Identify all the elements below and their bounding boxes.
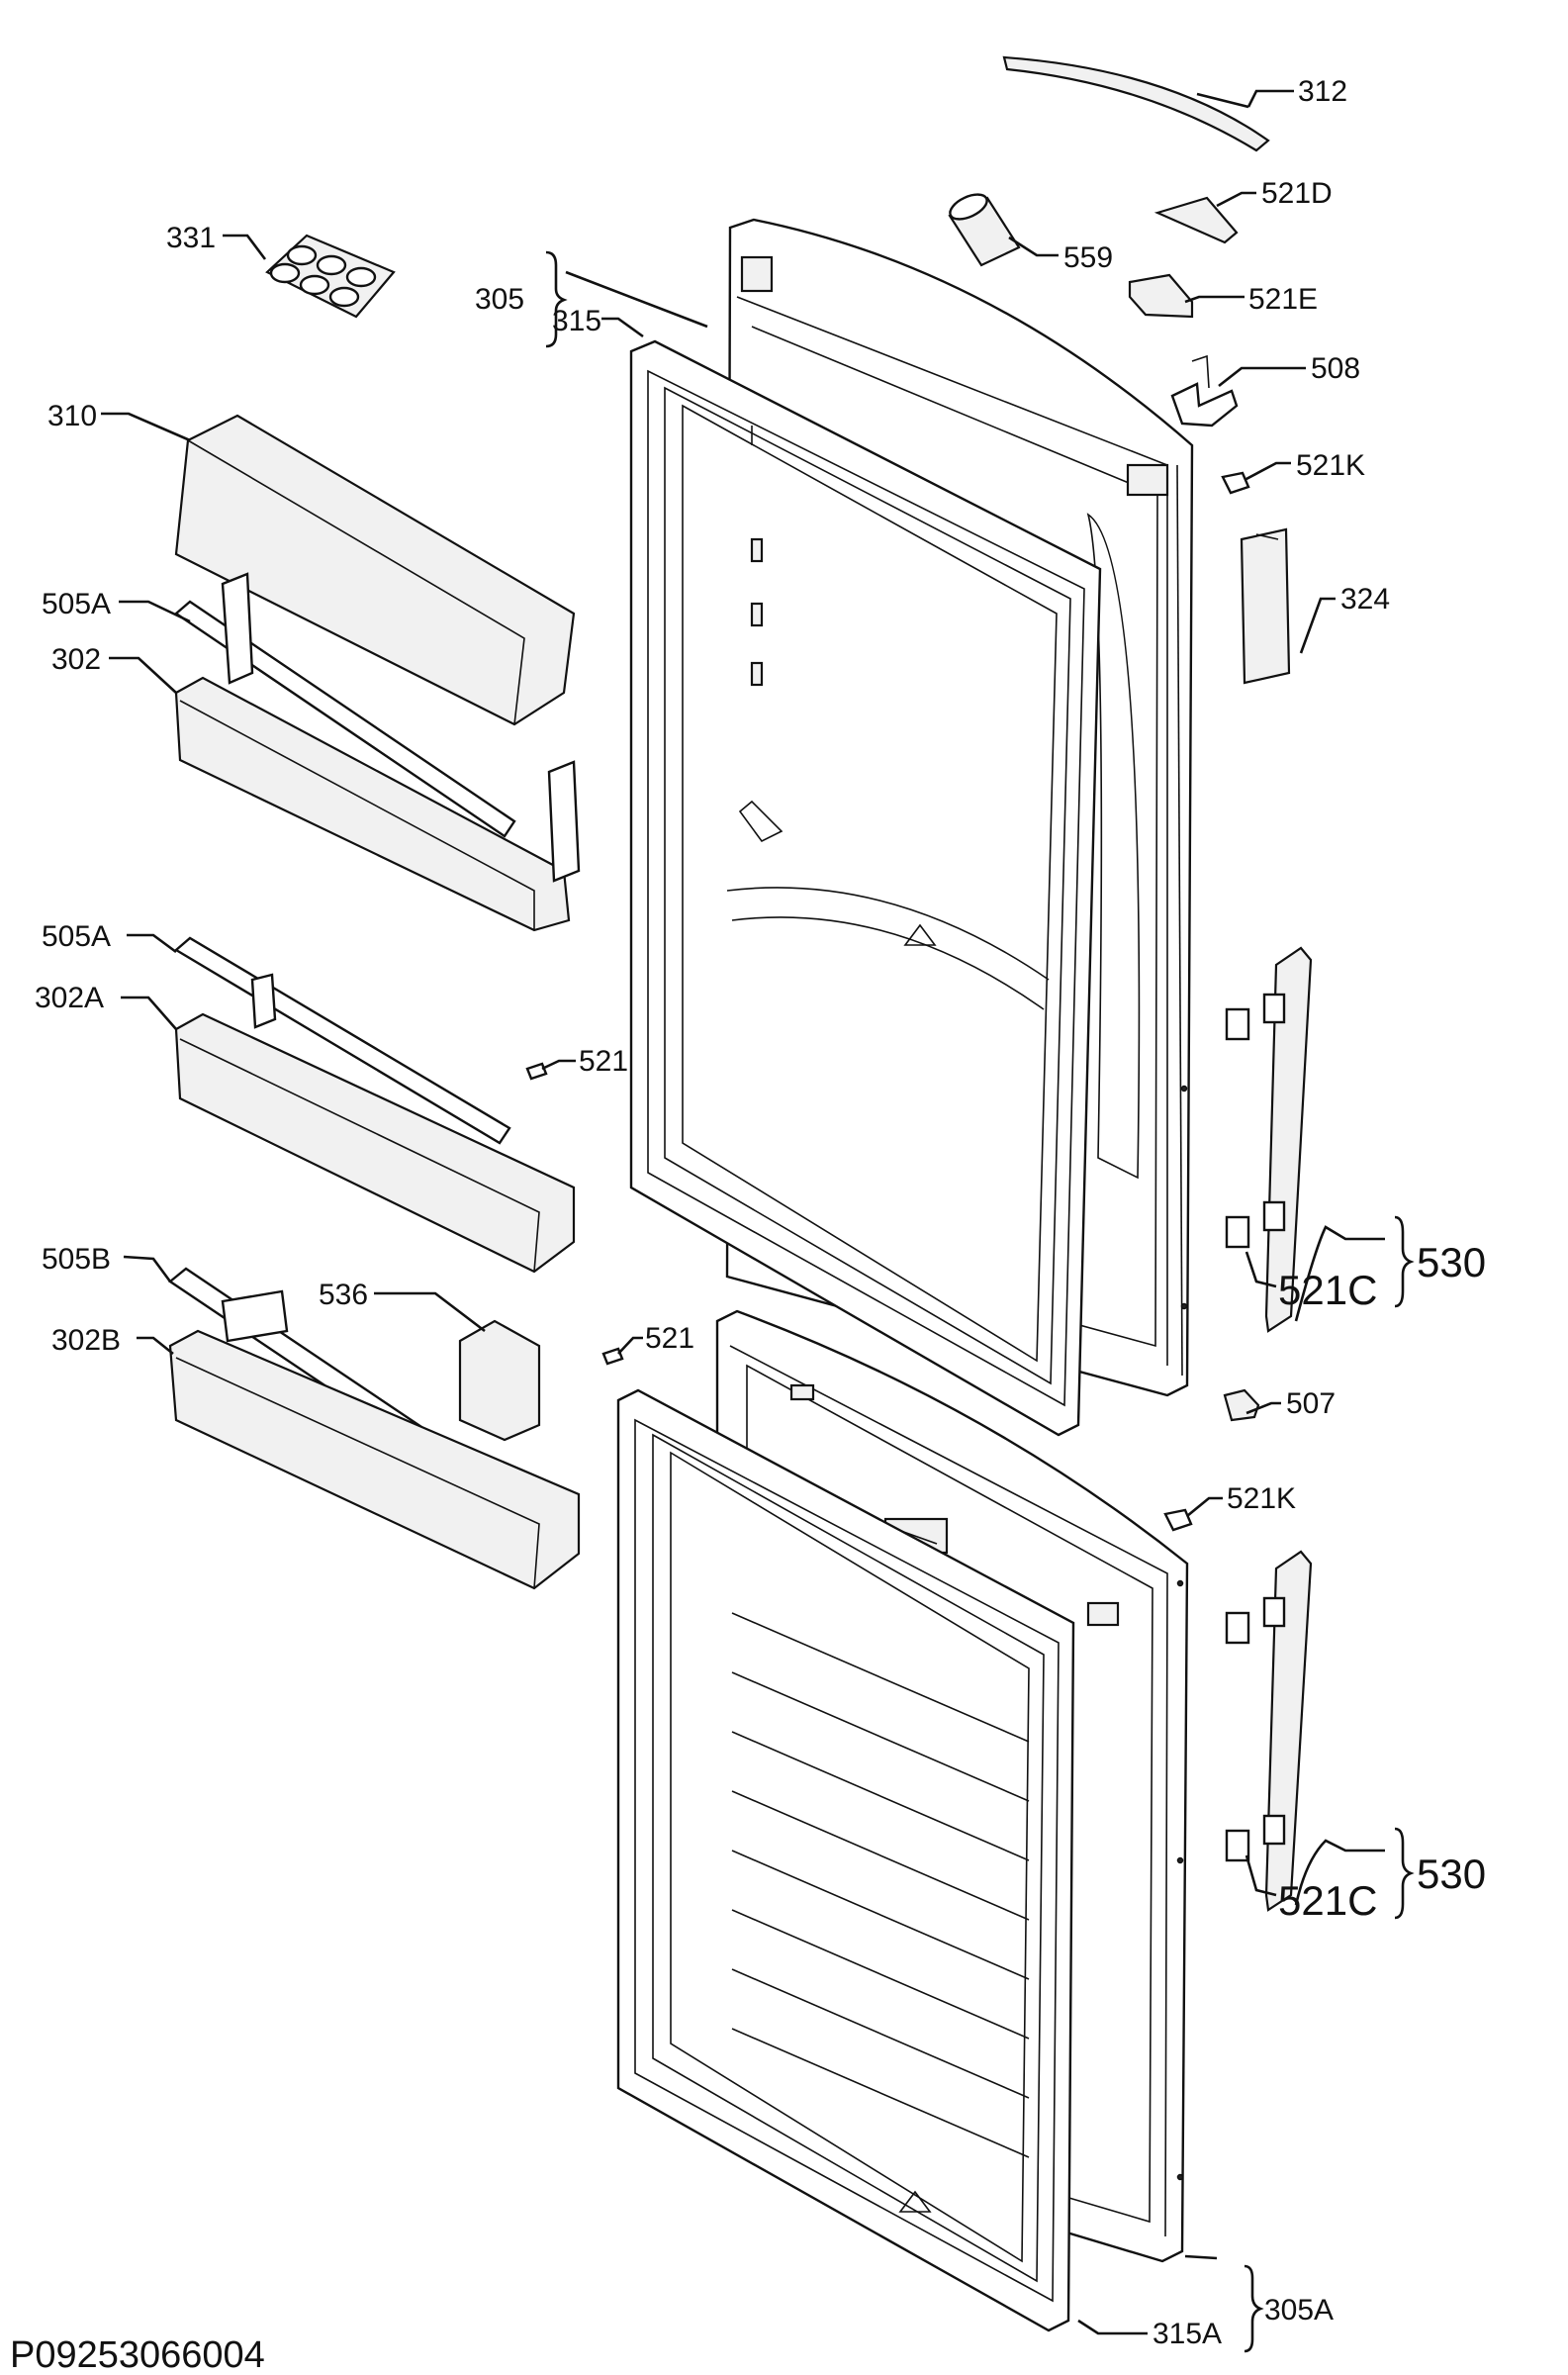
callout-310: 310 xyxy=(47,400,97,432)
callout-521k-bottom: 521K xyxy=(1227,1482,1296,1515)
callout-521e: 521E xyxy=(1248,283,1318,316)
part-521k-top-screw xyxy=(1221,471,1250,495)
part-530-upper-hinge xyxy=(1225,946,1313,1333)
callout-559: 559 xyxy=(1063,241,1113,274)
drawing-code: P09253066004 xyxy=(10,2334,265,2375)
callout-302: 302 xyxy=(51,643,101,676)
part-331-egg-tray xyxy=(265,234,396,319)
callout-508: 508 xyxy=(1311,352,1360,385)
part-507-stop xyxy=(1223,1388,1260,1422)
callout-530-bottom: 530 xyxy=(1417,1851,1486,1897)
part-310-lid xyxy=(174,414,576,726)
part-521-screw-2 xyxy=(601,1347,624,1366)
callout-505a-1: 505A xyxy=(42,588,111,620)
callout-labels: 312 521D 331 559 305 521E 315 508 310 52… xyxy=(10,75,1486,2375)
part-530-lower-hinge xyxy=(1225,1550,1313,1912)
part-302-balcony xyxy=(174,572,581,932)
callout-521c-bottom: 521C xyxy=(1278,1877,1377,1924)
callout-505b: 505B xyxy=(42,1243,111,1276)
callout-530-top: 530 xyxy=(1417,1239,1486,1285)
part-508-bracket xyxy=(1170,354,1239,428)
callout-521-2: 521 xyxy=(645,1322,694,1355)
part-521d-cover xyxy=(1153,196,1239,244)
part-521-screw-1 xyxy=(525,1062,548,1081)
part-521e-clip xyxy=(1128,273,1194,319)
lower-door-assembly xyxy=(616,1309,1189,2332)
lower-door-gasket xyxy=(616,1388,1075,2332)
part-302b-balcony xyxy=(168,1289,581,1590)
callout-305: 305 xyxy=(475,283,524,316)
upper-door-assembly xyxy=(629,218,1194,1437)
callout-331: 331 xyxy=(166,222,216,254)
part-559-cylinder xyxy=(948,193,1021,267)
callout-521d: 521D xyxy=(1261,177,1333,210)
callout-305a: 305A xyxy=(1264,2294,1334,2327)
callout-536: 536 xyxy=(319,1279,368,1311)
callout-505a-2: 505A xyxy=(42,920,111,953)
part-505a-upper-bar xyxy=(174,600,516,838)
part-536-divider xyxy=(458,1319,541,1442)
leader-lines xyxy=(101,89,1385,2335)
callout-302a: 302A xyxy=(35,982,104,1014)
callout-324: 324 xyxy=(1340,583,1390,616)
part-324-cover xyxy=(1240,527,1291,685)
callout-315a: 315A xyxy=(1153,2318,1222,2350)
part-302a-balcony xyxy=(174,973,576,1274)
callout-312: 312 xyxy=(1298,75,1347,108)
callout-521-1: 521 xyxy=(579,1045,628,1078)
callout-521c-top: 521C xyxy=(1278,1267,1377,1313)
part-521k-bottom-screw xyxy=(1163,1508,1193,1532)
callout-315: 315 xyxy=(552,305,601,337)
part-312-top-trim xyxy=(1002,55,1270,152)
upper-door-gasket xyxy=(629,339,1102,1437)
braces xyxy=(545,250,1415,2353)
callout-507: 507 xyxy=(1286,1387,1336,1420)
callout-302b: 302B xyxy=(51,1324,121,1357)
callout-521k-top: 521K xyxy=(1296,449,1365,482)
